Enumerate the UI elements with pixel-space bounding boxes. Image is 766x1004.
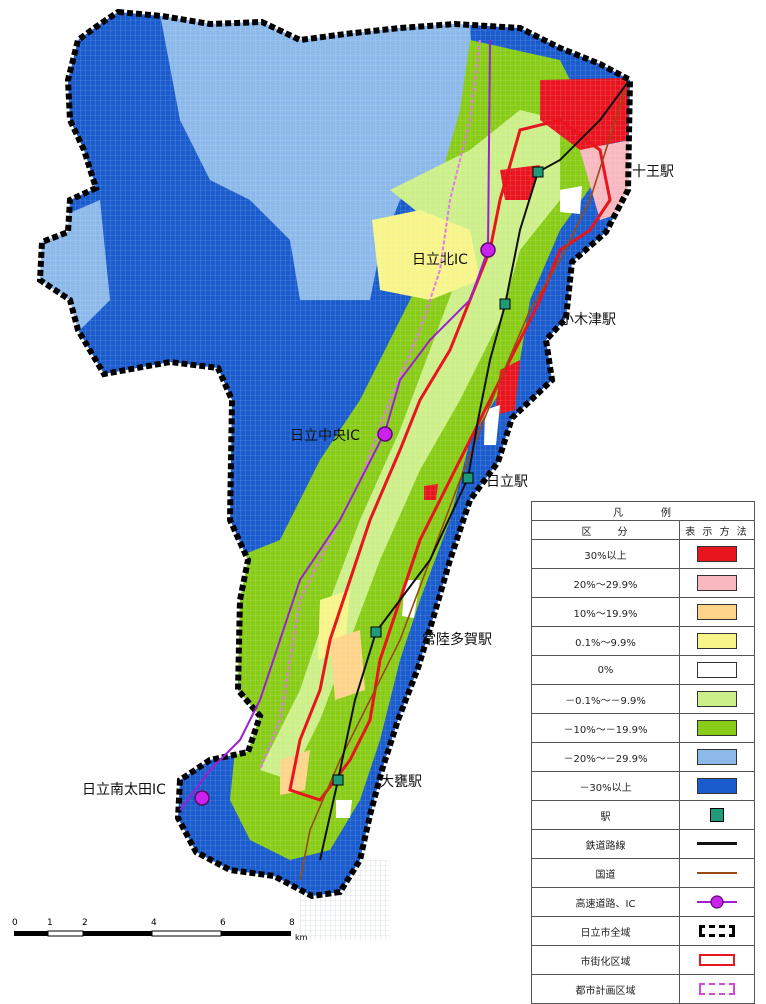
legend-class-label: 10%～19.9% — [531, 597, 680, 627]
legend-row-urbanization: 市街化区域 — [531, 945, 755, 975]
legend-label: 国道 — [531, 858, 680, 888]
legend-col-symbol: 表 示 方 法 — [679, 520, 755, 540]
station-marker-hitachi — [462, 472, 474, 484]
legend-row-station: 駅 — [531, 800, 755, 830]
station-icon — [710, 808, 724, 822]
ic-label-minamiota: 日立南太田IC — [82, 782, 166, 798]
station-marker-taga — [370, 626, 382, 638]
scale-tick-2: 2 — [82, 918, 88, 928]
scale-tick-0: 0 — [12, 918, 18, 928]
legend-swatch — [697, 633, 737, 649]
legend-swatch — [697, 720, 737, 736]
legend-class-label: 20%～29.9% — [531, 568, 680, 598]
ic-label-chuo: 日立中央IC — [290, 428, 360, 444]
legend-row-class: －10%～－19.9% — [531, 713, 755, 743]
legend-row-class: 0.1%～9.9% — [531, 626, 755, 656]
legend-class-label: －0.1%～－9.9% — [531, 684, 680, 714]
city-planning-area-icon — [699, 983, 735, 995]
legend-row-class: 20%～29.9% — [531, 568, 755, 598]
ic-marker-kita — [480, 242, 496, 258]
station-marker-jyuou — [532, 166, 544, 178]
legend-row-class: 10%～19.9% — [531, 597, 755, 627]
scale-tick-8: 8 — [289, 918, 295, 928]
legend-swatch — [697, 546, 737, 562]
legend-class-label: 0% — [531, 655, 680, 685]
legend-row-national-road: 国道 — [531, 858, 755, 888]
population-change-map: 十王駅 小木津駅 日立駅 常陸多賀駅 大甕駅 日立北IC 日立中央IC 日立南太… — [36, 8, 674, 940]
station-label-jyuou: 十王駅 — [632, 164, 674, 180]
legend-row-city-boundary: 日立市全域 — [531, 916, 755, 946]
railway-line — [319, 81, 629, 861]
station-marker-ohmika — [332, 774, 344, 786]
national-road-icon — [697, 871, 737, 874]
legend-swatch — [697, 778, 737, 794]
legend-swatch — [697, 691, 737, 707]
legend-swatch — [697, 749, 737, 765]
legend-row-class: 0% — [531, 655, 755, 685]
legend-row-class: －0.1%～－9.9% — [531, 684, 755, 714]
legend-label: 日立市全域 — [531, 916, 680, 946]
legend-class-label: －30%以上 — [531, 771, 680, 801]
expressway-ic-icon — [697, 895, 737, 909]
legend-label: 都市計画区域 — [531, 974, 680, 1004]
legend-row-class: 30%以上 — [531, 539, 755, 569]
legend-title: 凡 例 — [531, 501, 755, 521]
legend-label: 駅 — [531, 800, 680, 830]
station-label-ohmika: 大甕駅 — [380, 773, 422, 790]
city-planning-boundary — [259, 39, 481, 771]
railway-line-icon — [697, 842, 737, 845]
urbanization-boundary — [288, 118, 612, 802]
city-boundary — [36, 8, 634, 900]
city-boundary-icon — [699, 925, 735, 937]
legend-label: 市街化区域 — [531, 945, 680, 975]
national-road-line — [299, 89, 626, 881]
ic-marker-minamiota — [194, 790, 210, 806]
legend-swatch — [697, 662, 737, 678]
station-marker-ogitsu — [499, 298, 511, 310]
scale-unit: km — [295, 933, 308, 942]
legend-label: 高速道路、IC — [531, 887, 680, 917]
legend-class-label: －10%～－19.9% — [531, 713, 680, 743]
urbanization-area-icon — [699, 954, 735, 966]
ic-marker-chuo — [377, 426, 393, 442]
legend-label: 鉄道路線 — [531, 829, 680, 859]
legend-swatch — [697, 604, 737, 620]
legend-row-planning: 都市計画区域 — [531, 974, 755, 1004]
legend-swatch — [697, 575, 737, 591]
legend-row-class: －20%～－29.9% — [531, 742, 755, 772]
legend-class-label: 0.1%～9.9% — [531, 626, 680, 656]
station-label-hitachi: 日立駅 — [486, 474, 528, 490]
legend-col-category: 区 分 — [531, 520, 680, 540]
legend-row-expressway: 高速道路、IC — [531, 887, 755, 917]
expressway-line — [179, 39, 491, 811]
legend-class-label: －20%～－29.9% — [531, 742, 680, 772]
scale-tick-1: 1 — [47, 918, 53, 928]
ic-label-kita: 日立北IC — [412, 252, 468, 268]
station-label-ogitsu: 小木津駅 — [560, 312, 616, 328]
scale-tick-4: 4 — [151, 918, 157, 928]
legend-row-class: －30%以上 — [531, 771, 755, 801]
scale-tick-6: 6 — [220, 918, 226, 928]
legend-row-railway: 鉄道路線 — [531, 829, 755, 859]
station-label-taga: 常陸多賀駅 — [422, 631, 492, 648]
scale-bar: 0 1 2 4 6 8 km — [12, 918, 308, 942]
legend-class-label: 30%以上 — [531, 539, 680, 569]
